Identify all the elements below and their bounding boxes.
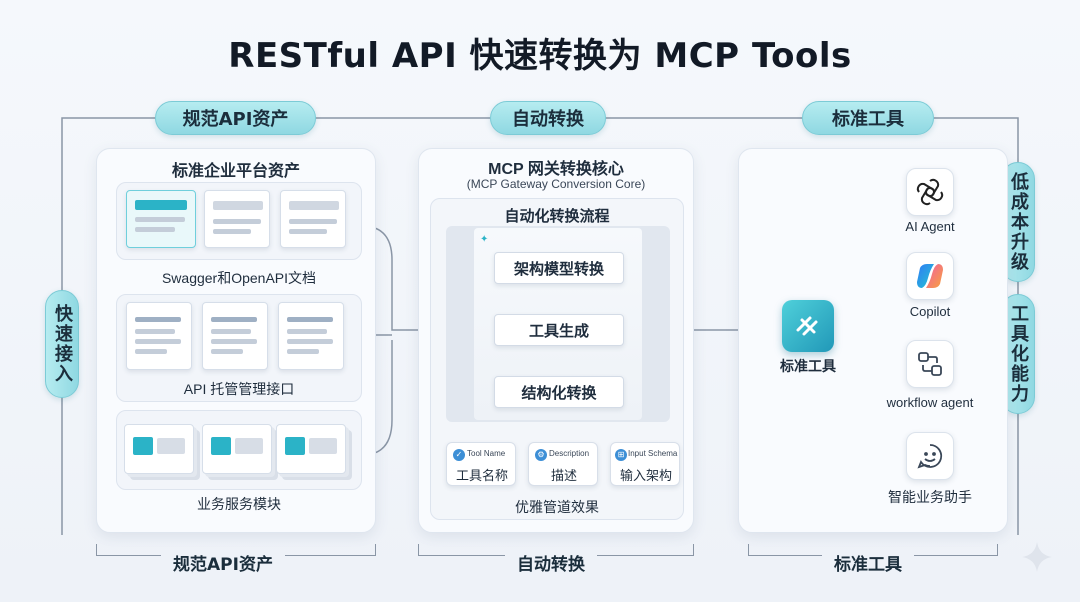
tag-input-schema: ⊞ Input Schema 输入架构	[610, 442, 680, 486]
module-card	[276, 424, 346, 474]
right-panel	[738, 148, 1008, 533]
doc-card	[280, 190, 346, 248]
openai-icon	[906, 168, 954, 216]
group-business-modules-label: 业务服务模块	[197, 496, 281, 512]
pill-quick-access: 快速接入	[45, 290, 79, 398]
step-structured-convert: 结构化转换	[494, 376, 624, 408]
tag-description: ⚙ Description 描述	[528, 442, 598, 486]
bottom-label-tools: 标准工具	[822, 550, 914, 575]
doc-card	[204, 190, 270, 248]
flow-footer: 优雅管道效果	[515, 499, 599, 515]
sparkle-watermark-icon	[1020, 540, 1054, 574]
doc-card-active	[126, 190, 196, 248]
middle-panel-subheading: (MCP Gateway Conversion Core)	[466, 177, 646, 191]
bottom-label-convert: 自动转换	[505, 550, 597, 575]
flow-title: 自动化转换流程	[504, 208, 610, 225]
module-card	[124, 424, 194, 474]
group-swagger-label: Swagger和OpenAPI文档	[161, 270, 317, 286]
document-icon	[126, 302, 192, 370]
tool-label-copilot: Copilot	[909, 304, 951, 319]
page-title: RESTful API 快速转换为 MCP Tools	[228, 36, 852, 76]
step-schema-model-convert: 架构模型转换	[494, 252, 624, 284]
bottom-label-assets: 规范API资产	[161, 550, 285, 575]
hub-label: 标准工具	[780, 358, 836, 374]
schema-icon: ⊞	[615, 449, 627, 461]
module-card	[202, 424, 272, 474]
pill-auto-convert: 自动转换	[490, 101, 606, 135]
step-tool-generation: 工具生成	[494, 314, 624, 346]
copilot-icon	[906, 252, 954, 300]
mcp-hub-icon	[782, 300, 834, 352]
sparkle-icon: ✦	[480, 234, 489, 245]
tool-label-smart-assistant: 智能业务助手	[888, 489, 972, 505]
check-icon: ✓	[453, 449, 465, 461]
gear-icon: ⚙	[535, 449, 547, 461]
pill-standard-api-assets: 规范API资产	[155, 101, 316, 135]
tag-tool-name: ✓ Tool Name 工具名称	[446, 442, 516, 486]
middle-panel-heading: MCP 网关转换核心	[488, 161, 624, 178]
tool-label-workflow-agent: workflow agent	[886, 395, 974, 410]
pill-standard-tools: 标准工具	[802, 101, 934, 135]
tool-label-ai-agent: AI Agent	[905, 219, 955, 234]
document-icon	[202, 302, 268, 370]
document-icon	[278, 302, 344, 370]
left-panel-heading: 标准企业平台资产	[171, 163, 300, 180]
workflow-icon	[906, 340, 954, 388]
smiley-chat-icon	[906, 432, 954, 480]
group-api-hosting-label: API 托管管理接口	[183, 381, 295, 397]
